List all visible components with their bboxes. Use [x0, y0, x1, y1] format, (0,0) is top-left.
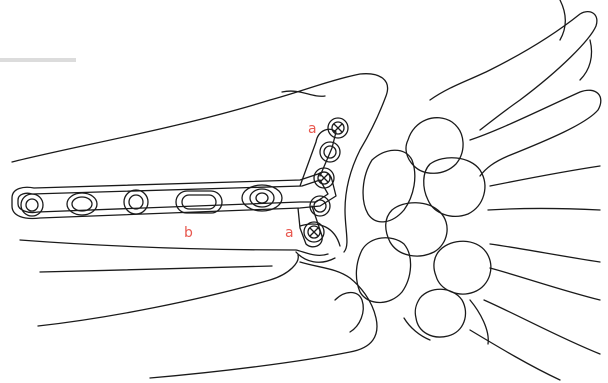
label-a-bottom: a [285, 226, 294, 240]
ulna-bone [38, 255, 377, 378]
screw-hole-3-mid [250, 189, 274, 207]
slot-hole-1-inner [72, 197, 92, 211]
screw-hole-2 [124, 190, 148, 214]
screw-hole-1-inner [26, 199, 38, 211]
carpal-bones [356, 118, 491, 344]
screw-hole-3-inner [256, 193, 268, 203]
metacarpal-bones [430, 0, 601, 380]
screw-hole-2-inner [129, 195, 143, 209]
label-a-top: a [308, 122, 317, 136]
oval-slot [176, 191, 222, 213]
label-b: b [184, 226, 193, 240]
radius-bone [12, 74, 388, 263]
